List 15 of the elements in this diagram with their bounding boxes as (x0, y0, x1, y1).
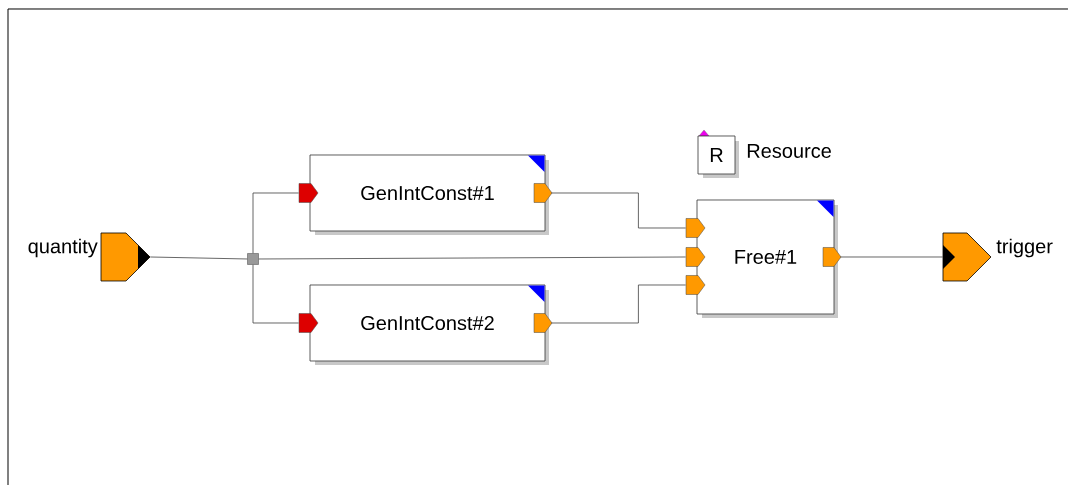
connector-line (551, 284, 686, 324)
connector-line (840, 256, 944, 258)
port-label: quantity (28, 238, 98, 258)
connector-line (551, 192, 686, 229)
block-box: GenIntConst#1 (298, 154, 553, 235)
connector-line (252, 264, 299, 324)
block-box: GenIntConst#2 (298, 284, 553, 365)
connector-line (149, 256, 248, 260)
connector-line (258, 256, 686, 260)
block-box: Free#1 (685, 199, 842, 318)
resource-label: Resource (747, 144, 831, 158)
port-label: trigger (996, 238, 1053, 258)
junction-square (247, 253, 259, 265)
connector-line (252, 192, 299, 254)
resource-box: R (697, 129, 739, 178)
